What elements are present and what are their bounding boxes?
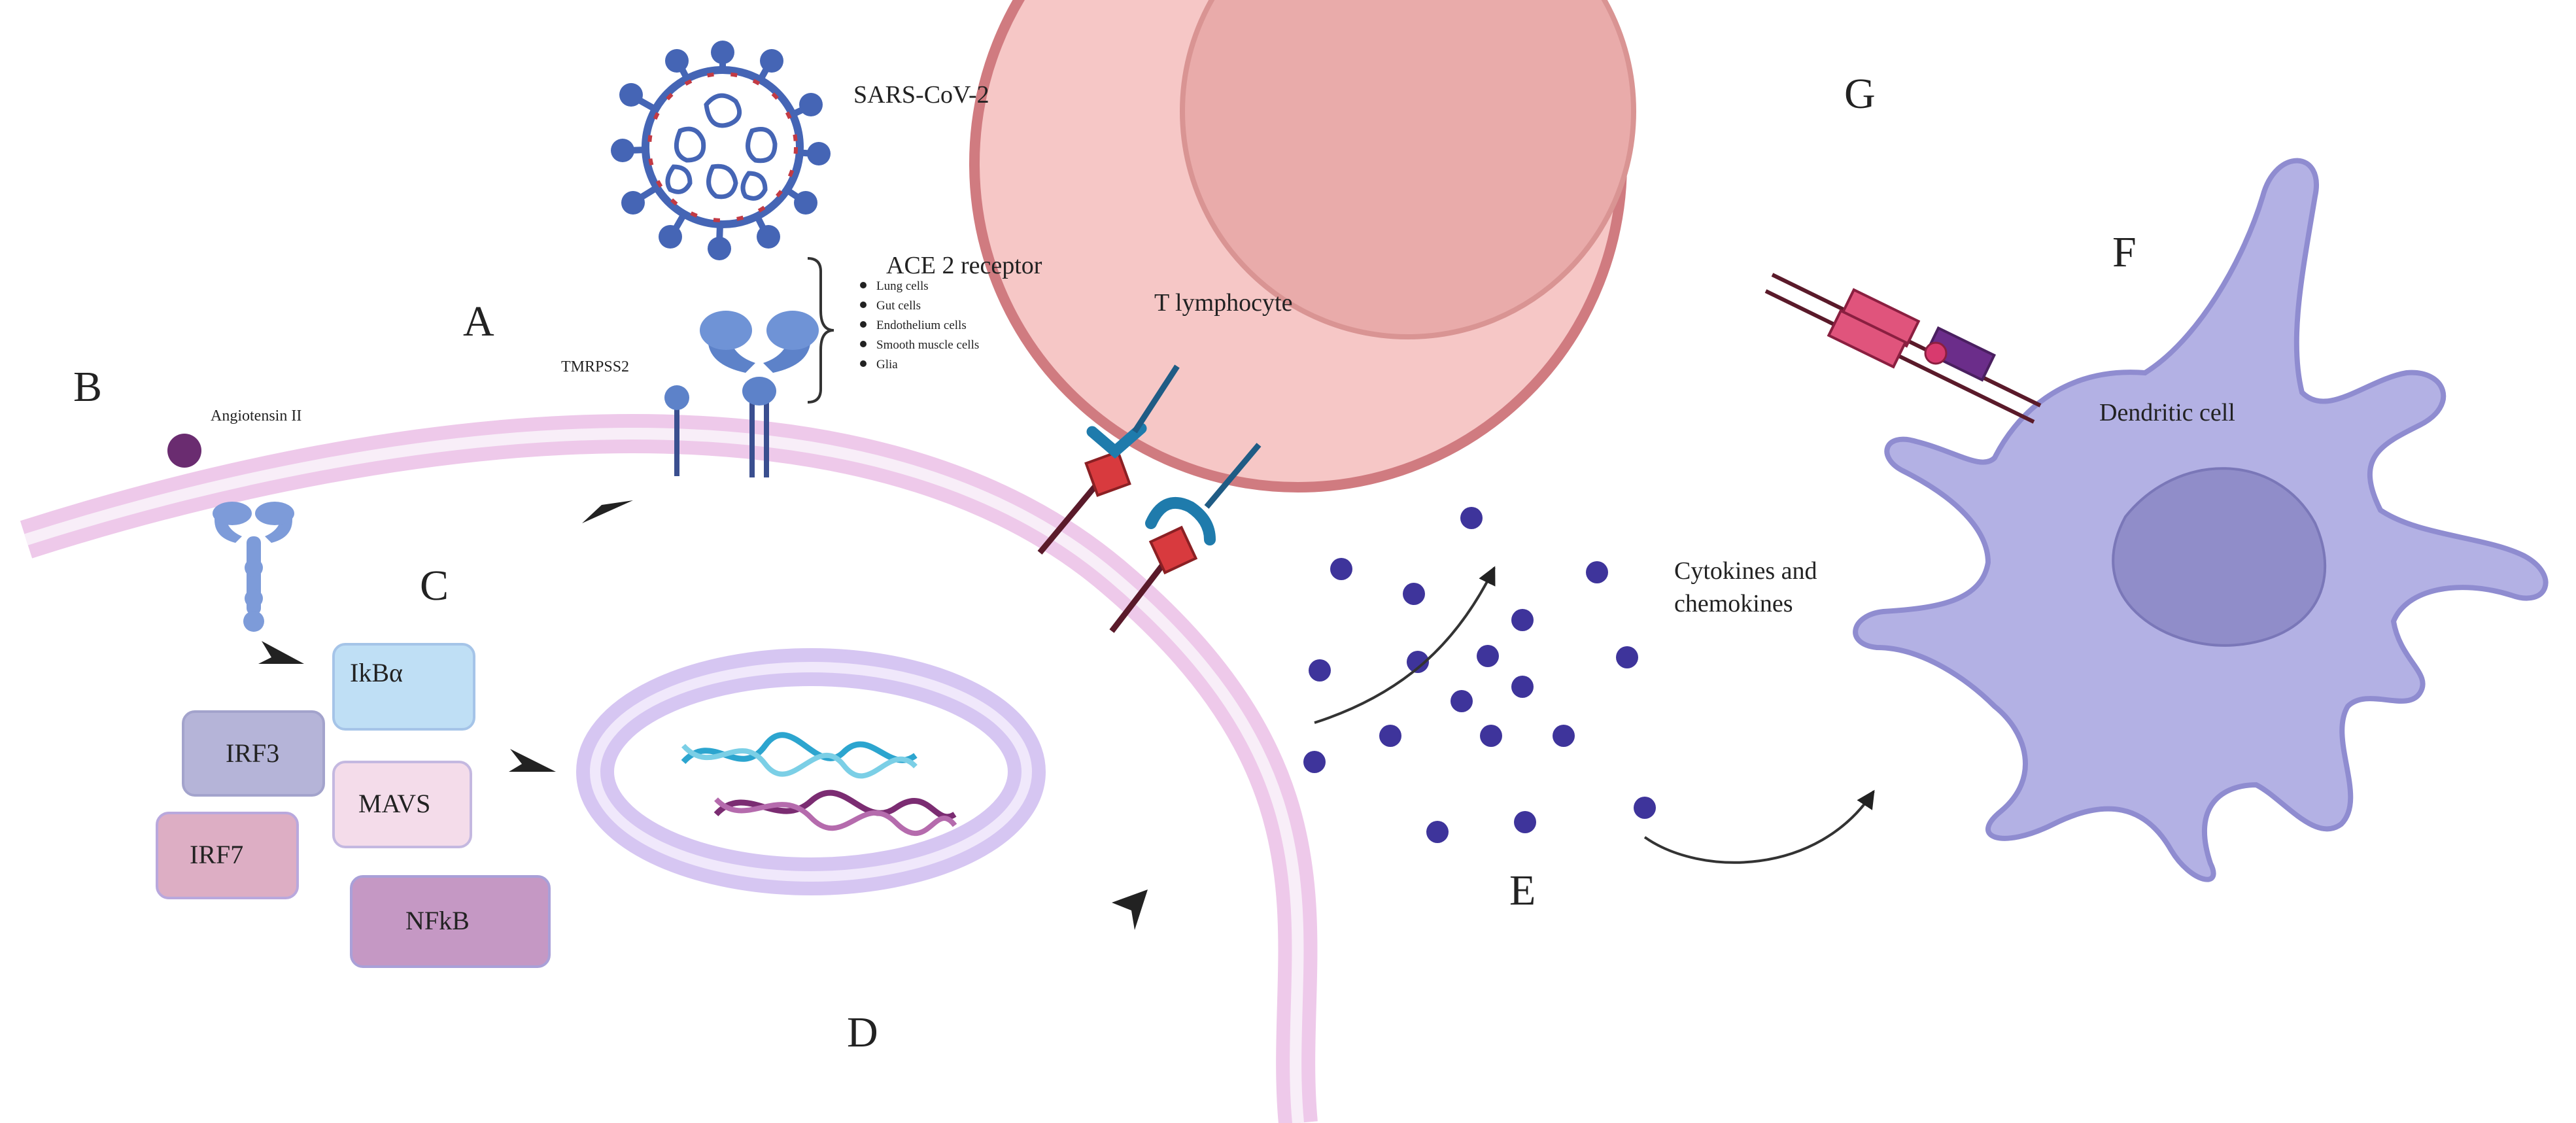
receptor-cell-types-list: Lung cells Gut cells Endothelium cells S… [860, 279, 979, 371]
sars-cov-2-virus-icon [611, 41, 831, 260]
ace2-receptor-title: ACE 2 receptor [886, 252, 1042, 279]
cytokine-to-dc-arrow [1643, 789, 1875, 864]
mavs-label: MAVS [358, 789, 430, 818]
irf7-box: IRF7 [156, 812, 299, 899]
cytokines-label-line2: chemokines [1674, 590, 1793, 617]
cytokine-release-arrow [1314, 566, 1496, 724]
at1-receptor-icon [213, 502, 294, 632]
dendritic-cell [1853, 158, 2549, 882]
angiotensin-ii-icon [167, 434, 201, 468]
panel-letter-e: E [1509, 867, 1536, 914]
panel-letter-c: C [420, 562, 449, 610]
nfkb-label: NFkB [405, 906, 470, 935]
dendritic-cell-label: Dendritic cell [2099, 399, 2235, 426]
irf3-box: IRF3 [182, 710, 325, 797]
ikba-box: IkBα [332, 643, 475, 731]
ikba-label: IkBα [350, 658, 403, 687]
cell-type-item: Lung cells [876, 279, 929, 293]
angiotensin-ii-label: Angiotensin II [211, 407, 301, 424]
nfkb-box: NFkB [350, 875, 551, 968]
sars-cov-2-label: SARS-CoV-2 [853, 81, 989, 109]
panel-letter-f: F [2112, 228, 2137, 276]
tmprss2-label: TMRPSS2 [561, 358, 629, 375]
tcr-mhc-complex-2 [1109, 443, 1262, 633]
dna-strand-cyan [681, 732, 918, 779]
t-lymphocyte-label: T lymphocyte [1154, 289, 1292, 317]
host-cell-membrane [20, 414, 1318, 1123]
cell-type-item: Smooth muscle cells [876, 338, 979, 352]
ace2-receptor-icon [700, 311, 819, 477]
irf7-label: IRF7 [190, 840, 243, 869]
pathway-arrowheads [258, 500, 1148, 930]
cytokines-label-line1: Cytokines and [1674, 557, 1817, 585]
panel-letter-d: D [847, 1009, 878, 1056]
irf3-label: IRF3 [226, 738, 279, 768]
t-lymphocyte-cell [969, 0, 1636, 492]
cell-type-item: Glia [876, 358, 898, 371]
tcr-mhc-complex-1 [1037, 364, 1180, 555]
antigen-presentation-complex [1764, 273, 2042, 424]
panel-letter-b: B [73, 363, 102, 411]
mavs-box: MAVS [332, 761, 472, 848]
cell-type-item: Gut cells [876, 299, 921, 313]
tmprss2-protease-icon [664, 385, 689, 476]
cell-type-item: Endothelium cells [876, 319, 967, 332]
dna-strand-purple [713, 789, 957, 836]
receptor-brace [807, 257, 834, 404]
panel-letter-g: G [1844, 70, 1876, 118]
panel-letter-a: A [463, 298, 494, 345]
host-nucleus [576, 648, 1046, 895]
cytokine-particles [1303, 507, 1656, 843]
